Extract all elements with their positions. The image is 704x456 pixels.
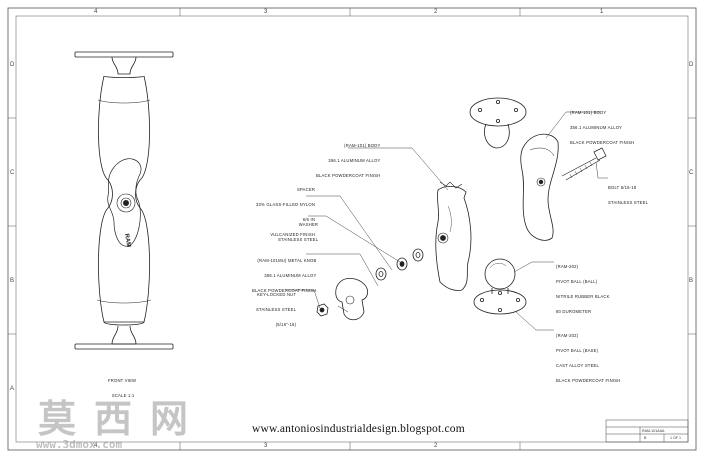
grid-col-2-bottom: 2	[434, 443, 438, 449]
callout-line: BLACK POWDERCOAT FINISH	[570, 140, 635, 145]
front-view-caption: FRONT VIEW SCALE 1:1	[108, 368, 136, 403]
callout-line: BLACK POWDERCOAT FINISH	[252, 288, 317, 293]
callout-center-body: (RAM-101) BODY 356.1 ALUMINUM ALLOY BLAC…	[316, 133, 380, 183]
callout-line: 6/6 IN	[302, 217, 316, 222]
callout-line: (RAM-101) BODY	[344, 143, 381, 148]
watermark-url: www.3dmox.com	[36, 438, 123, 451]
pivot-base	[473, 289, 527, 315]
front-view-brand-text: RAM	[123, 233, 131, 248]
grid-col-3-bottom: 3	[264, 443, 268, 449]
callout-line: WASHER	[298, 222, 319, 227]
front-view-arm	[74, 51, 174, 350]
exploded-center-body	[435, 181, 472, 291]
callout-spacer: SPACER 33% GLASS-FILLED NYLON 6/6 IN VUL…	[256, 177, 315, 242]
callout-line: BOLT 5/16-18	[608, 185, 637, 190]
callout-knob: (RAM-101MU) METAL KNOB 356.1 ALUMINUM AL…	[252, 248, 316, 298]
grid-row-d: D	[10, 62, 15, 68]
callout-line: (RAM-202)	[556, 333, 579, 338]
callout-line: STAINLESS STEEL	[256, 307, 297, 312]
callout-line: VULCANIZED FINISH	[270, 232, 316, 237]
spacer-and-washers	[375, 248, 424, 281]
front-view-caption-line2: SCALE 1:1	[111, 393, 135, 398]
footer-url: www.antoniosindustrialdesign.blogspot.co…	[252, 423, 465, 435]
callout-line: STAINLESS STEEL	[608, 200, 649, 205]
watermark-chinese: 莫西网	[38, 396, 207, 441]
callout-line: (RAM-202)	[556, 264, 579, 269]
callout-line: SPACER	[296, 187, 316, 192]
grid-col-3: 3	[264, 9, 268, 15]
callout-line: STAINLESS STEEL	[278, 237, 319, 242]
front-view-brand: RAM	[123, 233, 131, 248]
callout-line: 80 DUROMETER	[556, 309, 592, 314]
callout-ball: (RAM-202) PIVOT BALL (BALL) NITRILE RUBB…	[556, 254, 610, 319]
callout-washer: WASHER STAINLESS STEEL	[278, 212, 318, 247]
callout-base: (RAM-202) PIVOT BALL (BASE) CAST ALLOY S…	[556, 323, 620, 388]
callout-right-body: (RAM-101) BODY 356.1 ALUMINUM ALLOY BLAC…	[570, 100, 634, 150]
grid-row-a: A	[10, 386, 15, 392]
callout-line: NITRILE RUBBER BLACK	[556, 294, 610, 299]
title-block	[605, 419, 689, 443]
callout-line: (5/16"-18)	[275, 322, 297, 327]
grid-row-b-right: B	[689, 278, 694, 284]
title-block-part-number: RAM-101AAA	[642, 429, 665, 433]
metal-knob	[335, 278, 368, 321]
callout-line: PIVOT BALL (BALL)	[556, 279, 598, 284]
grid-col-4: 4	[94, 9, 98, 15]
grid-row-b: B	[10, 278, 15, 284]
front-view-caption-line1: FRONT VIEW	[108, 378, 137, 383]
top-mount-base	[469, 97, 527, 149]
callout-line: BLACK POWDERCOAT FINISH	[556, 378, 621, 383]
callout-line: KEY-LOCKED NUT	[256, 292, 297, 297]
callout-line: PIVOT BALL (BASE)	[556, 348, 599, 353]
sheet-border	[7, 7, 697, 451]
callout-line: 356.1 ALUMINUM ALLOY	[264, 273, 317, 278]
grid-row-c: C	[10, 170, 15, 176]
callout-line: CAST ALLOY STEEL	[556, 363, 600, 368]
callout-bolt: BOLT 5/16-18 STAINLESS STEEL	[608, 175, 648, 210]
exploded-right-body	[520, 133, 559, 241]
leader-lines	[286, 111, 608, 331]
callout-line: (RAM-101) BODY	[570, 110, 607, 115]
callout-line: 33% GLASS-FILLED NYLON	[256, 202, 316, 207]
title-block-size: B	[644, 436, 647, 440]
callout-line: BLACK POWDERCOAT FINISH	[316, 173, 381, 178]
bolt	[561, 147, 607, 181]
title-block-sheet: 1 OF 1	[670, 436, 681, 440]
grid-col-1: 1	[600, 9, 604, 15]
callout-line: (RAM-101MU) METAL KNOB	[257, 258, 317, 263]
callout-nut: KEY-LOCKED NUT STAINLESS STEEL (5/16"-18…	[256, 282, 296, 332]
callout-line: 356.1 ALUMINUM ALLOY	[328, 158, 381, 163]
grid-row-d-right: D	[689, 62, 694, 68]
grid-col-4-bottom: 4	[94, 443, 98, 449]
key-locked-nut	[316, 303, 329, 317]
pivot-ball	[484, 258, 516, 294]
callout-line: 356.1 ALUMINUM ALLOY	[570, 125, 623, 130]
grid-row-c-right: C	[689, 170, 694, 176]
grid-col-2: 2	[434, 9, 438, 15]
